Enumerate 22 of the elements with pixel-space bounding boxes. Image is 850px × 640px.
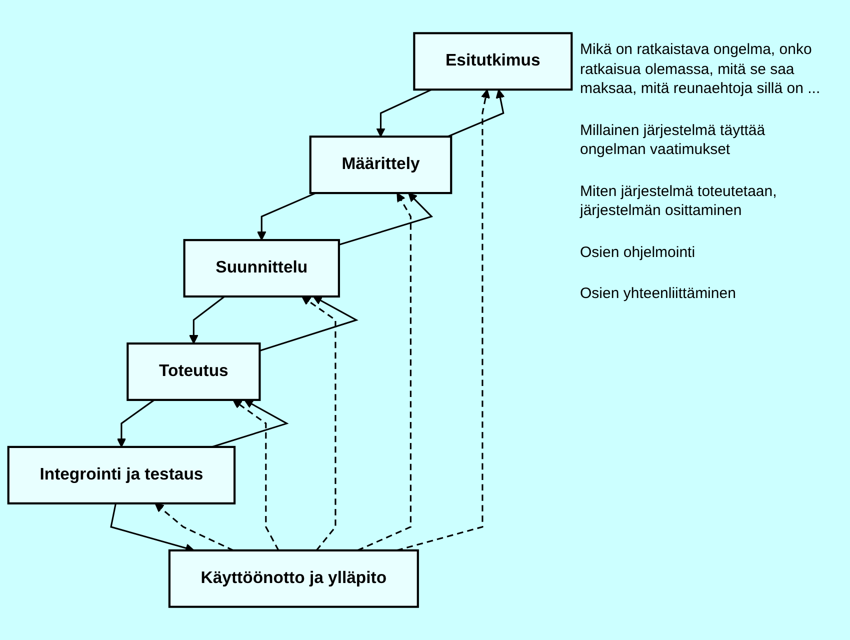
annotation-text: Millainen järjestelmä täyttää ongelman vaatimukset bbox=[580, 120, 766, 160]
arrow bbox=[376, 88, 432, 138]
process-box: Toteutus bbox=[126, 342, 261, 401]
process-box: Integrointi ja testaus bbox=[7, 446, 236, 504]
arrow bbox=[259, 296, 358, 352]
process-box: Määrittely bbox=[309, 136, 452, 194]
arrow bbox=[447, 89, 505, 138]
annotation-text: Miten järjestelmä toteutetaan, järjestelmän osittaminen bbox=[580, 182, 778, 220]
arrow bbox=[154, 502, 234, 552]
arrow bbox=[302, 296, 336, 551]
process-box: Suunnittelu bbox=[183, 239, 340, 298]
arrow bbox=[189, 296, 226, 344]
annotation-text: Osien yhteenliittäminen bbox=[580, 284, 737, 304]
arrow bbox=[232, 400, 280, 551]
arrow bbox=[357, 192, 412, 552]
annotation-text: Osien ohjelmointi bbox=[580, 242, 696, 262]
arrow bbox=[257, 192, 316, 240]
arrow bbox=[338, 192, 434, 246]
annotation-text: Mikä on ratkaistava ongelma, onko ratkaisua olemassa, mitä se saa maksaa, mitä reunaehtoja sillä on ... bbox=[580, 40, 822, 98]
process-box: Esitutkimus bbox=[413, 32, 573, 91]
arrow bbox=[116, 399, 155, 448]
process-box: Käyttöönotto ja ylläpito bbox=[168, 549, 419, 608]
